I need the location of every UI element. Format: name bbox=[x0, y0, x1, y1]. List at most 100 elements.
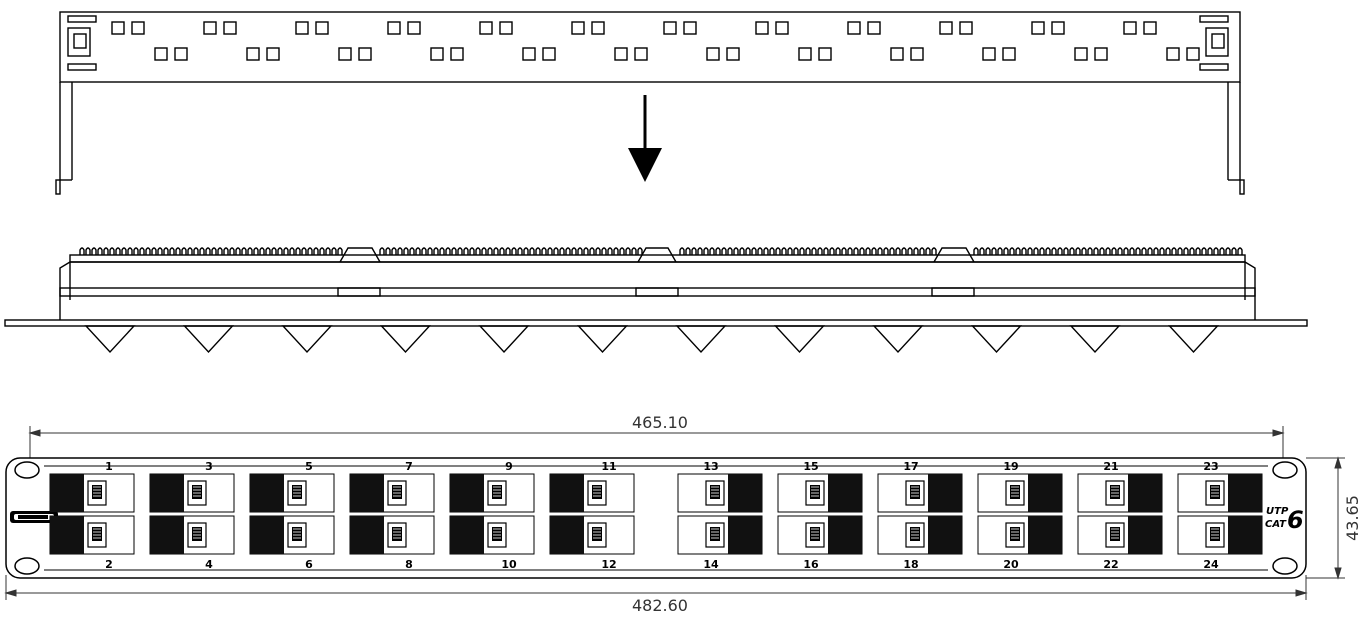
tooth bbox=[721, 247, 727, 255]
tooth bbox=[1111, 247, 1117, 255]
tooth bbox=[1117, 247, 1123, 255]
tooth bbox=[1213, 247, 1219, 255]
tie-slot bbox=[571, 21, 585, 35]
dim-482-label: 482.60 bbox=[632, 596, 688, 615]
rj45-port[interactable] bbox=[149, 473, 235, 513]
tooth bbox=[841, 247, 847, 255]
rj45-port[interactable] bbox=[349, 515, 435, 555]
mounting-flange bbox=[4, 319, 1308, 327]
tie-slot bbox=[542, 47, 556, 61]
tooth bbox=[1093, 247, 1099, 255]
rj45-port[interactable] bbox=[449, 515, 535, 555]
tooth bbox=[871, 247, 877, 255]
port-number-top: 1 bbox=[105, 460, 113, 473]
tooth-cover bbox=[637, 247, 677, 263]
rj45-port[interactable] bbox=[977, 515, 1063, 555]
tooth bbox=[775, 247, 781, 255]
port-number-bottom: 8 bbox=[405, 558, 413, 571]
rj45-port[interactable] bbox=[249, 515, 335, 555]
tie-slot bbox=[407, 21, 421, 35]
tooth bbox=[1183, 247, 1189, 255]
tooth bbox=[265, 247, 271, 255]
port-number-bottom: 14 bbox=[703, 558, 719, 571]
port-profile bbox=[281, 325, 333, 354]
rj45-port[interactable] bbox=[549, 473, 635, 513]
tie-slot bbox=[450, 47, 464, 61]
tooth bbox=[715, 247, 721, 255]
tooth bbox=[277, 247, 283, 255]
tooth bbox=[697, 247, 703, 255]
tooth bbox=[307, 247, 313, 255]
tooth bbox=[253, 247, 259, 255]
rear-bar-outline bbox=[59, 11, 1241, 83]
tooth bbox=[187, 247, 193, 255]
rj45-port[interactable] bbox=[777, 515, 863, 555]
tie-slot bbox=[614, 47, 628, 61]
rj45-port[interactable] bbox=[149, 515, 235, 555]
arrow-down-icon bbox=[628, 95, 662, 182]
tooth bbox=[577, 247, 583, 255]
rj45-port[interactable] bbox=[677, 473, 763, 513]
tie-slot bbox=[818, 47, 832, 61]
side-view bbox=[4, 247, 1308, 354]
tooth bbox=[229, 247, 235, 255]
tooth bbox=[169, 247, 175, 255]
tooth bbox=[247, 247, 253, 255]
rj45-port[interactable] bbox=[777, 473, 863, 513]
tooth bbox=[139, 247, 145, 255]
tooth bbox=[1189, 247, 1195, 255]
rj45-port[interactable] bbox=[1177, 473, 1263, 513]
tooth-cover bbox=[933, 247, 975, 263]
rj45-port[interactable] bbox=[249, 473, 335, 513]
tooth bbox=[79, 247, 85, 255]
tooth bbox=[1039, 247, 1045, 255]
tie-slot bbox=[634, 47, 648, 61]
tooth bbox=[865, 247, 871, 255]
port-profile bbox=[1069, 325, 1121, 354]
tie-slot bbox=[755, 21, 769, 35]
tooth bbox=[1063, 247, 1069, 255]
tooth bbox=[529, 247, 535, 255]
tie-slot bbox=[522, 47, 536, 61]
port-profile bbox=[379, 325, 432, 354]
rj45-port[interactable] bbox=[1077, 473, 1163, 513]
rj45-port[interactable] bbox=[549, 515, 635, 555]
tooth bbox=[97, 247, 103, 255]
tooth bbox=[739, 247, 745, 255]
tooth bbox=[625, 247, 631, 255]
tooth bbox=[559, 247, 565, 255]
tooth bbox=[1003, 247, 1009, 255]
tooth bbox=[1045, 247, 1051, 255]
tooth bbox=[457, 247, 463, 255]
tooth bbox=[823, 247, 829, 255]
rj45-port[interactable] bbox=[49, 473, 135, 513]
port-profile bbox=[1167, 325, 1220, 354]
tooth bbox=[895, 247, 901, 255]
port-number-bottom: 16 bbox=[803, 558, 819, 571]
tooth bbox=[331, 247, 337, 255]
rj45-port[interactable] bbox=[349, 473, 435, 513]
rj45-port[interactable] bbox=[977, 473, 1063, 513]
tooth bbox=[751, 247, 757, 255]
rj45-port[interactable] bbox=[1077, 515, 1163, 555]
rj45-port[interactable] bbox=[449, 473, 535, 513]
tooth bbox=[553, 247, 559, 255]
tooth bbox=[1207, 247, 1213, 255]
mount-hole-bl bbox=[14, 557, 40, 575]
tooth bbox=[283, 247, 289, 255]
mount-hole-br bbox=[1272, 557, 1298, 575]
tooth bbox=[901, 247, 907, 255]
rj45-port[interactable] bbox=[1177, 515, 1263, 555]
badge-cat: CAT bbox=[1265, 519, 1287, 530]
port-number-bottom: 24 bbox=[1203, 558, 1219, 571]
rj45-port[interactable] bbox=[49, 515, 135, 555]
rj45-port[interactable] bbox=[877, 473, 963, 513]
tooth bbox=[631, 247, 637, 255]
tooth bbox=[583, 247, 589, 255]
tooth bbox=[853, 247, 859, 255]
rj45-port[interactable] bbox=[677, 515, 763, 555]
port-profile bbox=[675, 325, 727, 354]
port-number-top: 17 bbox=[903, 460, 918, 473]
tie-slot bbox=[982, 47, 996, 61]
rj45-port[interactable] bbox=[877, 515, 963, 555]
